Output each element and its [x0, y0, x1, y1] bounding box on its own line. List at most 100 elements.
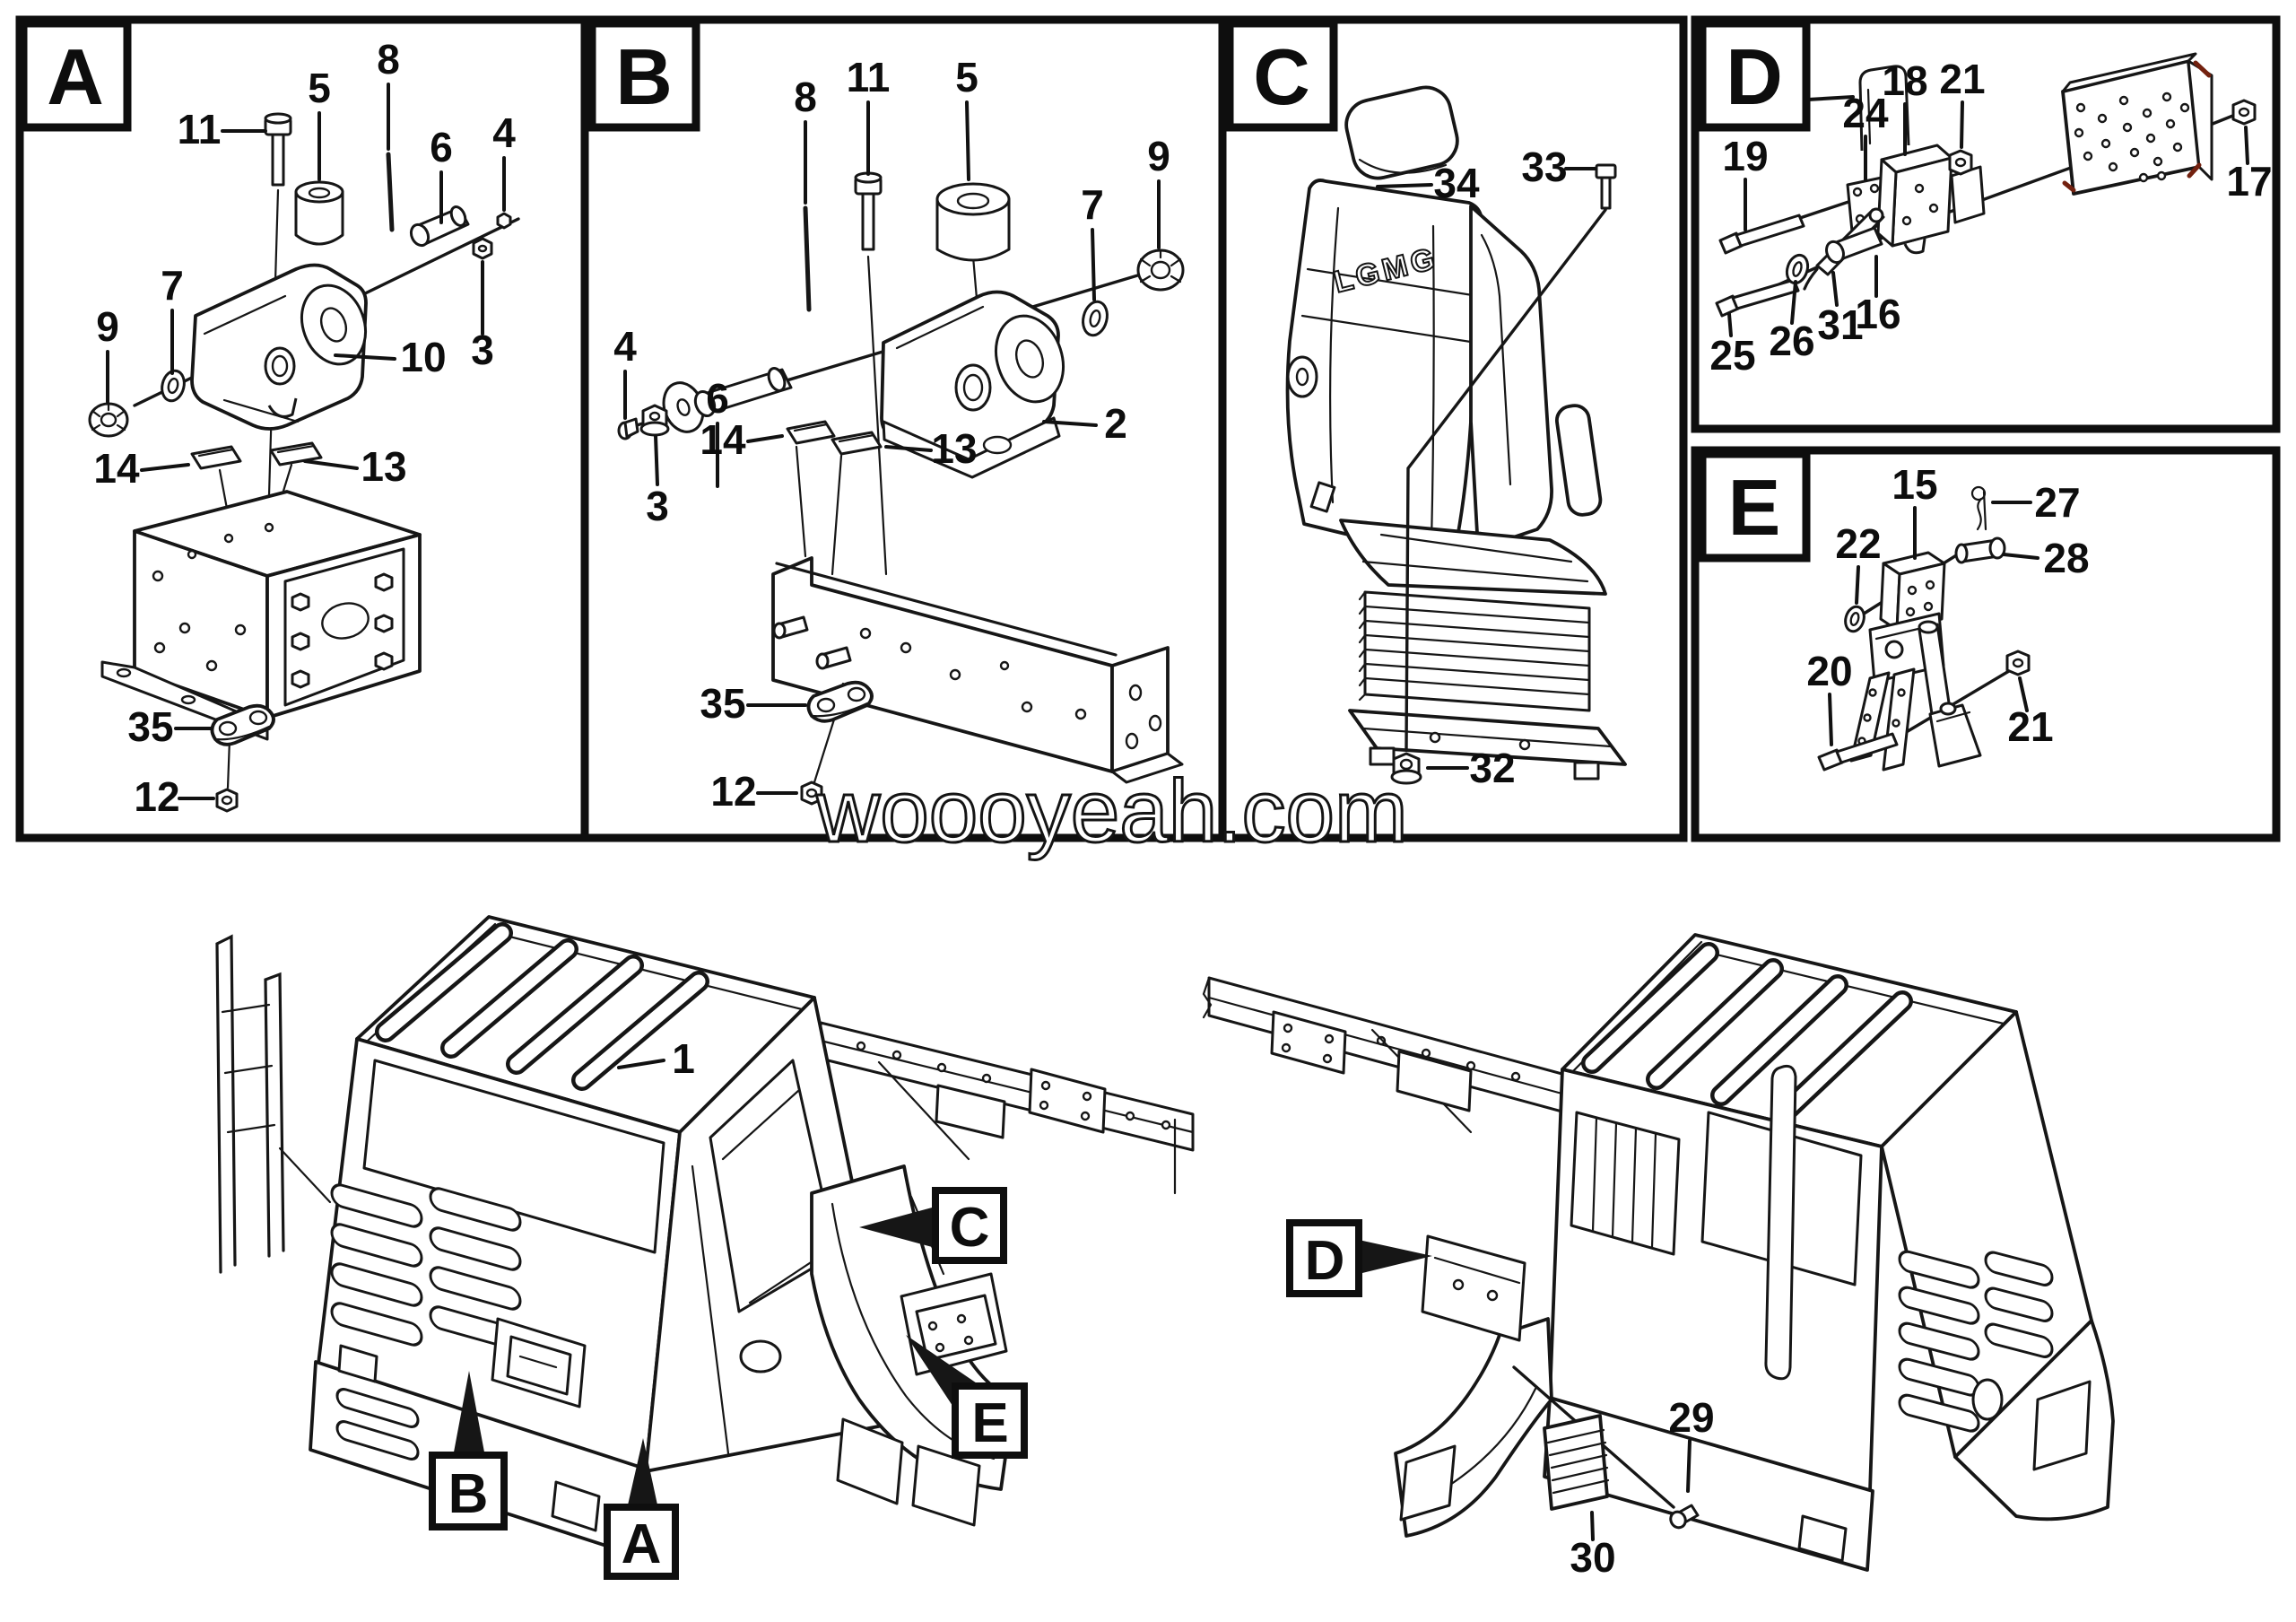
bushing-5	[294, 180, 344, 246]
callout-wedge-b	[453, 1371, 485, 1457]
pin-6	[662, 367, 793, 433]
callout-number: 13	[361, 443, 406, 490]
callout-box-b	[429, 1452, 508, 1530]
callout-number: 6	[430, 124, 453, 170]
callout-number: 28	[2043, 535, 2089, 581]
vent-part-number: 30	[1570, 1534, 1615, 1581]
bolt-part-number: 29	[1668, 1394, 1714, 1441]
side-vents	[1898, 1250, 2054, 1433]
nut-4	[496, 212, 512, 230]
u-rod-23	[1858, 65, 1910, 152]
suspension-bellows	[1358, 590, 1591, 712]
callout-number: 14	[93, 445, 140, 492]
callout-number: 14	[700, 416, 746, 463]
callout-number: 12	[710, 768, 756, 815]
washer-22	[1844, 605, 1866, 633]
panel-b-leaders	[623, 100, 1161, 795]
callout-number: 35	[700, 680, 745, 727]
callout-number: 13	[931, 425, 977, 472]
panel-a: 11 5 8 6 4 7 9 3 10 14 13 35 12 A	[19, 19, 520, 820]
truck-cab-front-view: 1	[215, 915, 1195, 1559]
callout-box-e	[952, 1382, 1028, 1459]
vent-panel-30	[1543, 1414, 1610, 1511]
door-frame-bars	[1570, 1111, 1681, 1256]
link-35	[806, 680, 874, 723]
callout-number: 7	[161, 262, 184, 309]
callout-box-a	[604, 1504, 679, 1580]
cotter-pin-27	[1970, 485, 1987, 531]
studs	[772, 615, 852, 670]
callout-wedge-a	[627, 1438, 658, 1509]
callout-box-letter: C	[950, 1197, 990, 1259]
callout-number: 9	[96, 303, 119, 350]
castle-nut-9	[1136, 249, 1185, 292]
callout-number: 22	[1835, 520, 1881, 567]
panel-letter: B	[615, 32, 673, 121]
nut-12	[800, 780, 823, 806]
panel-a-leaders	[106, 83, 506, 800]
nut-21e	[2005, 650, 2031, 676]
panel-c-leaders	[1376, 167, 1596, 770]
callout-number: 8	[377, 36, 400, 83]
panel-letter: D	[1726, 32, 1783, 121]
panel-b-label-box	[587, 19, 700, 132]
nut-3	[639, 404, 670, 437]
bolt-33	[1595, 163, 1617, 210]
panel-letter: A	[47, 32, 104, 121]
nut-17	[2231, 99, 2257, 126]
callout-wedge-d	[1359, 1240, 1432, 1274]
callout-box-letter: E	[971, 1392, 1008, 1454]
callout-wedge-c	[859, 1207, 935, 1248]
cab-roof	[355, 915, 816, 1134]
cab-roof-2	[1561, 933, 2018, 1148]
bushing-5	[935, 182, 1011, 262]
panel-e: 15 27 22 28 20 21 E	[1698, 449, 2090, 772]
panel-c: LGMG	[1225, 19, 1627, 791]
callout-number: 31	[1817, 301, 1863, 348]
panel-e-label-box	[1698, 449, 1811, 562]
hinge-bracket-10	[190, 263, 368, 431]
callout-number: 6	[706, 375, 729, 422]
panel-a-label-box	[19, 19, 132, 132]
bolt-19	[1718, 214, 1805, 255]
cab-lock-15	[1849, 551, 1982, 772]
panel-letter: E	[1728, 463, 1781, 552]
bolt-11	[264, 112, 292, 187]
bolt-25	[1715, 278, 1800, 318]
callout-number: 4	[613, 323, 637, 370]
callout-number: 9	[1147, 133, 1170, 179]
callout-box-letter: B	[448, 1463, 489, 1525]
support-bracket-b	[771, 556, 1184, 784]
link-35	[210, 703, 275, 746]
callout-box-letter: A	[622, 1513, 662, 1575]
cab-body-2	[1394, 1010, 2115, 1572]
callout-number: 35	[127, 703, 173, 750]
cab-part-number: 1	[672, 1035, 695, 1082]
bolt-20	[1817, 732, 1899, 772]
callout-number: 21	[1939, 56, 1985, 102]
bolt-16	[1825, 226, 1883, 265]
callout-number: 21	[2007, 703, 2053, 750]
callout-box-letter: D	[1305, 1230, 1345, 1292]
callout-number: 10	[400, 334, 446, 380]
nut-3	[472, 237, 493, 260]
callout-number: 25	[1709, 332, 1755, 379]
panel-frames	[15, 15, 2281, 842]
callout-number: 33	[1521, 144, 1567, 190]
clevis-pin-28	[1954, 536, 2006, 564]
callout-number: 20	[1806, 648, 1852, 694]
callout-number: 16	[1855, 291, 1900, 337]
washer-7	[1082, 300, 1109, 337]
callout-number: 27	[2034, 479, 2080, 526]
panel-d-label-box	[1698, 19, 1811, 132]
step-box	[1421, 1234, 1526, 1342]
fender-left-2	[1394, 1317, 1553, 1538]
plate-holes	[2074, 92, 2190, 183]
callout-number: 3	[471, 327, 494, 373]
callout-box-c	[932, 1187, 1007, 1264]
bolt-11	[854, 171, 883, 251]
shim-13	[831, 431, 883, 456]
watermark-text: woooyeah.com	[815, 762, 1407, 860]
fender-right-2	[1953, 1319, 2115, 1522]
striker-plate	[2061, 52, 2213, 196]
